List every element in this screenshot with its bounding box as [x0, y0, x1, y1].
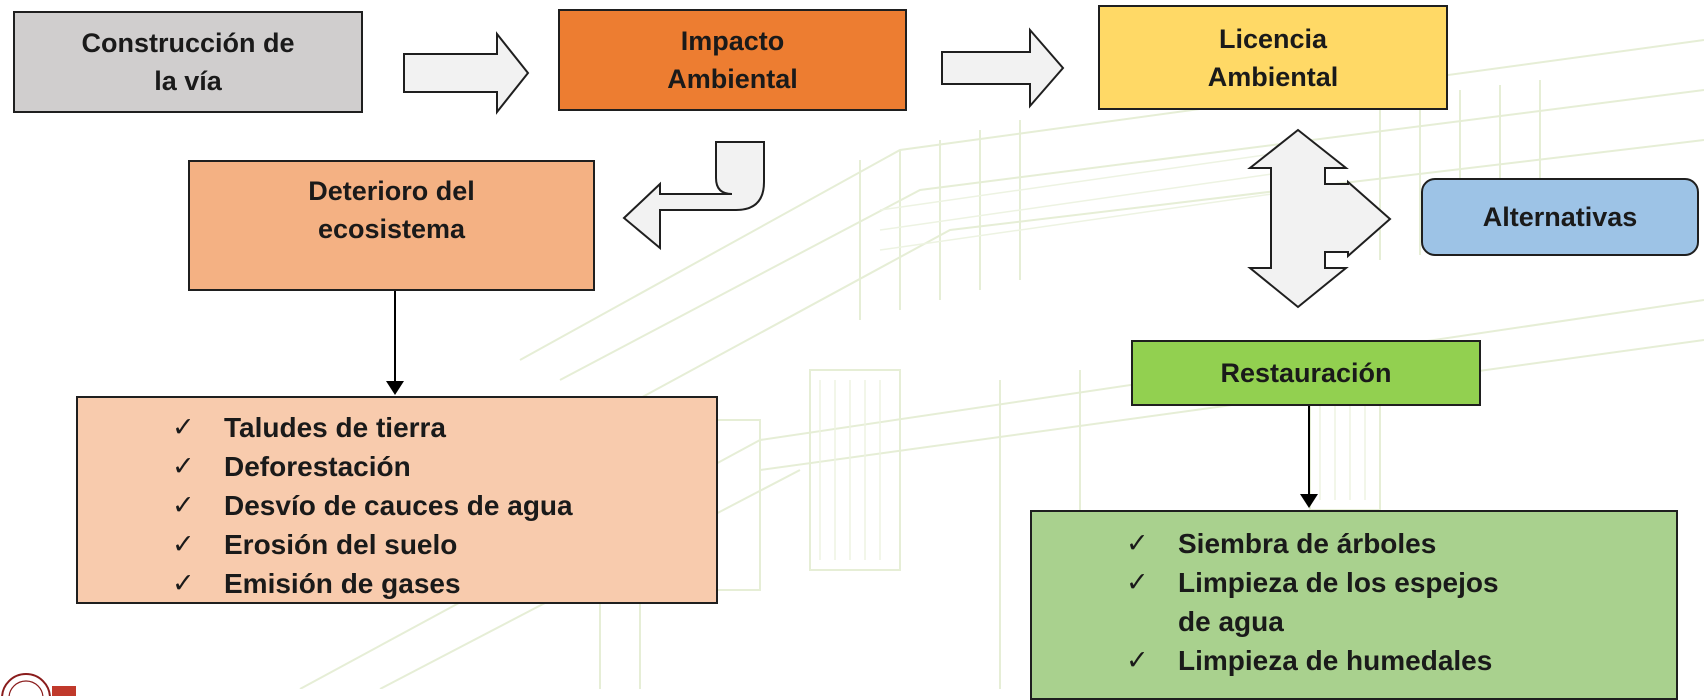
- box-restauracion: Restauración: [1131, 340, 1481, 406]
- list-item-text: Limpieza de humedales: [1178, 645, 1493, 676]
- list-item: ✓ Taludes de tierra: [172, 408, 573, 447]
- university-seal-icon: [1, 673, 76, 696]
- checkmark-icon: ✓: [1126, 645, 1149, 675]
- uturn-arrow: [622, 141, 765, 251]
- list-item: ✓ Emisión de gases: [172, 564, 573, 602]
- restauracion-checklist: ✓ Siembra de árboles ✓ Limpieza de los e…: [1126, 524, 1499, 680]
- box-restauracion-list: ✓ Siembra de árboles ✓ Limpieza de los e…: [1030, 510, 1678, 700]
- alternativas-label: Alternativas: [1482, 202, 1638, 232]
- construccion-line2: la vía: [154, 66, 222, 96]
- list-item-text: de agua: [1178, 606, 1284, 637]
- restauracion-label: Restauración: [1220, 358, 1392, 388]
- list-item-text: Desvío de cauces de agua: [224, 490, 573, 521]
- licencia-line1: Licencia: [1218, 23, 1328, 54]
- deterioro-checklist: ✓ Taludes de tierra ✓ Deforestación ✓ De…: [172, 408, 573, 602]
- list-item: ✓ Deforestación: [172, 447, 573, 486]
- right-block-arrow-1: [403, 31, 530, 115]
- construccion-line1: Construcción de: [81, 28, 295, 58]
- list-item-text: Erosión del suelo: [224, 529, 458, 560]
- box-deterioro-ecosistema: Deterioro del ecosistema: [188, 160, 595, 291]
- impacto-line2: Ambiental: [667, 64, 798, 94]
- list-item: ✓ Limpieza de humedales: [1126, 641, 1499, 680]
- checkmark-icon: ✓: [172, 529, 195, 559]
- list-item-text: Emisión de gases: [224, 568, 461, 599]
- deterioro-line2: ecosistema: [317, 214, 466, 244]
- list-item: ✓ Erosión del suelo: [172, 525, 573, 564]
- list-item-text: Taludes de tierra: [224, 412, 447, 443]
- checkmark-icon: ✓: [1126, 567, 1149, 597]
- impacto-line1: Impacto: [680, 26, 785, 56]
- right-block-arrow-2: [941, 27, 1065, 109]
- checkmark-icon: ✓: [172, 568, 195, 598]
- list-item-text: Limpieza de los espejos: [1178, 567, 1499, 598]
- down-arrowhead-right: [1300, 494, 1318, 508]
- box-licencia-ambiental: Licencia Ambiental: [1098, 5, 1448, 110]
- deterioro-line1: Deterioro del: [308, 176, 475, 206]
- three-way-arrow-shape: [1247, 128, 1392, 309]
- list-item: ✓ Desvío de cauces de agua: [172, 486, 573, 525]
- checkmark-icon: ✓: [1126, 528, 1149, 558]
- checkmark-icon: ✓: [172, 490, 195, 520]
- licencia-line2: Ambiental: [1207, 61, 1339, 92]
- box-construccion-via: Construcción de la vía: [13, 11, 363, 113]
- list-item-continuation: de agua: [1178, 602, 1499, 641]
- list-item: ✓ Limpieza de los espejos: [1126, 563, 1499, 602]
- checkmark-icon: ✓: [172, 412, 195, 442]
- box-deterioro-list: ✓ Taludes de tierra ✓ Deforestación ✓ De…: [76, 396, 718, 604]
- list-item: ✓ Siembra de árboles: [1126, 524, 1499, 563]
- list-item-text: Deforestación: [224, 451, 411, 482]
- down-arrowhead-left: [386, 381, 404, 395]
- checkmark-icon: ✓: [172, 451, 195, 481]
- box-impacto-ambiental: Impacto Ambiental: [558, 9, 907, 111]
- list-item-text: Siembra de árboles: [1178, 528, 1437, 559]
- box-alternativas: Alternativas: [1421, 178, 1699, 256]
